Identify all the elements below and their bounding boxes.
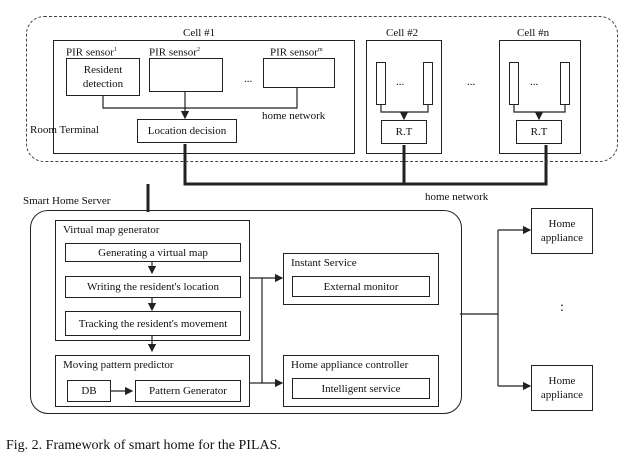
- moving-pattern-predictor: [55, 355, 250, 407]
- home-appliance-controller: [283, 355, 439, 407]
- cell-2-sensor-left: [376, 62, 386, 105]
- pir-sensor-2-box: [149, 58, 223, 92]
- virtual-map-generator-title: Virtual map generator: [63, 224, 160, 236]
- pir-sensor-m-label: PIR sensorm: [270, 46, 323, 59]
- cell-n-sensor-right: [560, 62, 570, 105]
- cell-n-ellipsis: ...: [530, 76, 539, 88]
- instant-service-title: Instant Service: [291, 257, 357, 269]
- cell-2-title: Cell #2: [386, 27, 419, 39]
- pattern-generator-box: Pattern Generator: [135, 380, 241, 402]
- intelligent-service-box: Intelligent service: [292, 378, 430, 399]
- figure-caption: Fig. 2. Framework of smart home for the …: [6, 438, 281, 453]
- home-appliance-bottom: Home appliance: [531, 365, 593, 411]
- location-decision-box: Location decision: [137, 119, 237, 143]
- instant-service: [283, 253, 439, 305]
- cell-n-title: Cell #n: [517, 27, 550, 39]
- smart-home-server: [30, 210, 462, 414]
- home-appliance-controller-title: Home appliance controller: [291, 359, 409, 371]
- home-network-label-server: home network: [425, 191, 489, 203]
- room-terminal-label: Room Terminal: [30, 124, 99, 136]
- cell-n-sensor-left: [509, 62, 519, 105]
- home-appliance-top: Home appliance: [531, 208, 593, 254]
- cell-n: [499, 40, 581, 154]
- vmg-step-2: Writing the resident's location: [65, 276, 241, 298]
- cell-2-ellipsis: ...: [396, 76, 405, 88]
- home-network-label-cell: home network: [262, 110, 326, 122]
- sensor-ellipsis: ...: [244, 73, 253, 85]
- pir-sensor-2-label: PIR sensor2: [149, 46, 200, 59]
- external-monitor-box: External monitor: [292, 276, 430, 297]
- cell-1-title: Cell #1: [183, 27, 216, 39]
- virtual-map-generator: [55, 220, 250, 341]
- vmg-step-3: Tracking the resident's movement: [65, 311, 241, 336]
- pir-sensor-1-label: PIR sensor1: [66, 46, 117, 59]
- moving-pattern-predictor-title: Moving pattern predictor: [63, 359, 174, 371]
- cell-n-room-terminal: R.T: [516, 120, 562, 144]
- resident-detection-box: Resident detection: [66, 58, 140, 96]
- cell-1: [53, 40, 355, 154]
- cell-2-sensor-right: [423, 62, 433, 105]
- cell-2-room-terminal: R.T: [381, 120, 427, 144]
- cells-ellipsis: ...: [467, 76, 476, 88]
- smart-home-server-title: Smart Home Server: [23, 195, 111, 207]
- vmg-step-1: Generating a virtual map: [65, 243, 241, 262]
- cells-boundary: [26, 16, 618, 162]
- pir-sensor-m-box: [263, 58, 335, 88]
- appliances-dots: :: [560, 300, 564, 315]
- db-box: DB: [67, 380, 111, 402]
- cell-2: [366, 40, 442, 154]
